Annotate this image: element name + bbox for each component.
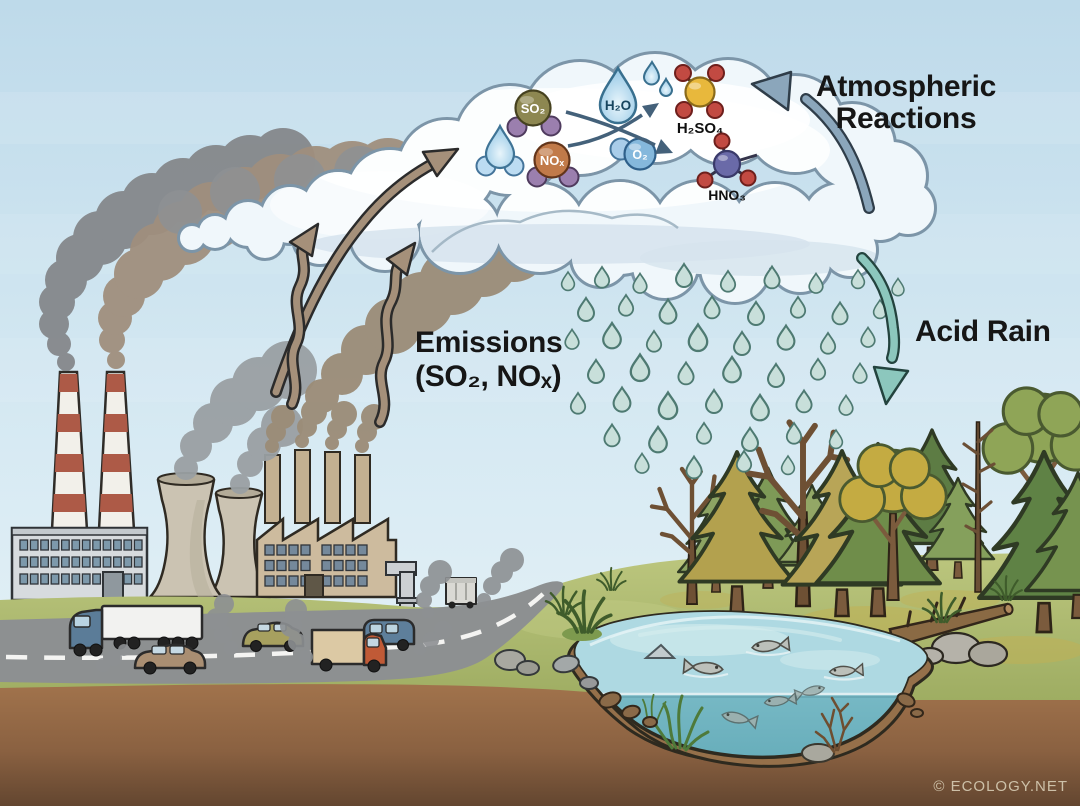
- h2o-droplet-icon: H₂O: [598, 60, 674, 125]
- vehicle-exhaust: [96, 548, 524, 672]
- factory-door-right: [304, 574, 324, 598]
- dead-twigs: [801, 696, 854, 763]
- factory-door-left: [102, 571, 124, 601]
- h2so4-molecule: H₂SO₄: [674, 64, 725, 137]
- o2-molecule: O₂: [609, 137, 657, 171]
- hill-truck: [445, 577, 477, 609]
- reaction-cross-arrows: [565, 103, 673, 154]
- so2-label: SO₂: [521, 101, 546, 116]
- water-molecule-icon: [475, 123, 525, 177]
- sedan-car: [133, 643, 207, 675]
- factory-building-right: [255, 449, 398, 599]
- surface-rock: [643, 643, 677, 659]
- boulders: [908, 631, 1009, 672]
- so2-molecule: SO₂: [506, 89, 562, 138]
- factory-windows-right-b: [321, 544, 368, 587]
- forest: [652, 388, 1080, 672]
- o2-label: O₂: [632, 148, 647, 162]
- traffic: [68, 577, 477, 675]
- soil: [0, 684, 1080, 806]
- diagram-labels: Emissions (SO₂, NOₓ) Atmospheric Reactio…: [415, 70, 1068, 795]
- emissions-label-line1: Emissions: [415, 326, 562, 359]
- dead-fish: [682, 636, 865, 681]
- nox-label: NOₓ: [540, 153, 565, 168]
- credit-text: © ECOLOGY.NET: [933, 778, 1068, 795]
- h2so4-label: H₂SO₄: [677, 120, 723, 137]
- acid-rain-arrow: [856, 252, 910, 406]
- box-truck: [310, 628, 388, 673]
- bank-rocks: [494, 649, 924, 728]
- emission-arrows: [270, 147, 460, 428]
- factory-windows-right-a: [264, 544, 311, 587]
- striped-smokestack-left: [50, 370, 89, 532]
- acid-rain-label: Acid Rain: [915, 315, 1051, 348]
- h2o-label: H₂O: [605, 98, 631, 113]
- hno3-label: HNO₃: [708, 187, 746, 203]
- nox-molecule: NOₓ: [526, 141, 580, 188]
- power-plant: [10, 370, 418, 629]
- grass-tufts: [544, 566, 1023, 641]
- emissions-label-line2: (SO₂, NOₓ): [415, 360, 561, 393]
- factory-building-left: [10, 526, 149, 602]
- atmospheric-label-line2: Reactions: [836, 102, 977, 135]
- striped-smokestack-right: [97, 370, 136, 532]
- atmospheric-label-line1: Atmospheric: [816, 70, 996, 103]
- hno3-molecule: HNO₃: [696, 132, 758, 203]
- cloud-chemistry: SO₂ NOₓ H₂O O₂: [475, 60, 758, 203]
- atmospheric-reactions-arrow: [750, 70, 875, 214]
